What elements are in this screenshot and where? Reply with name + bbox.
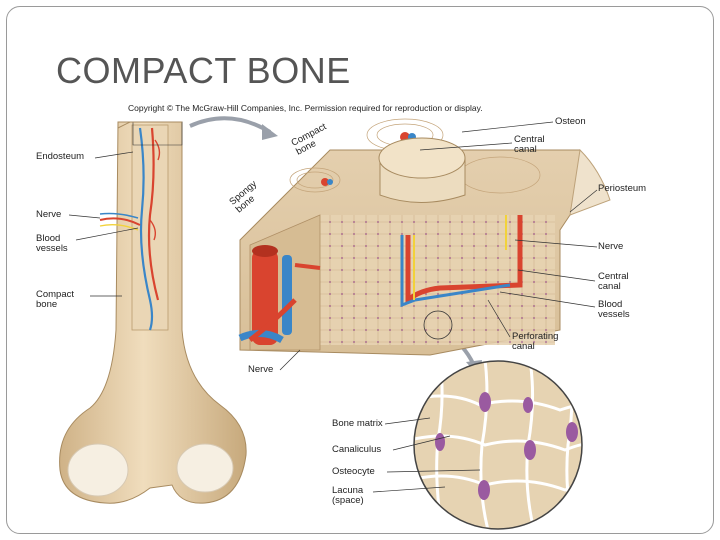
label-compact-bone-left: Compact bone xyxy=(36,290,86,310)
zoom-arrow-top-head xyxy=(262,124,278,140)
label-blood-vessels-right: Blood vessels xyxy=(598,300,638,320)
label-central-canal-top: Central canal xyxy=(514,135,554,155)
label-nerve-right: Nerve xyxy=(598,242,623,252)
label-bone-matrix: Bone matrix xyxy=(332,419,383,429)
zoom-arrow-top xyxy=(190,118,270,132)
label-nerve-left: Nerve xyxy=(36,210,61,220)
femur-bone xyxy=(60,122,247,503)
magnified-osteon-detail xyxy=(410,360,600,530)
label-canaliculus: Canaliculus xyxy=(332,445,381,455)
label-endosteum: Endosteum xyxy=(36,152,84,162)
label-perforating-canal: Perforating canal xyxy=(512,332,572,352)
label-lacuna: Lacuna (space) xyxy=(332,486,374,506)
label-periosteum: Periosteum xyxy=(598,184,646,194)
label-blood-vessels-left: Blood vessels xyxy=(36,234,76,254)
label-nerve-bottom: Nerve xyxy=(248,365,273,375)
label-osteocyte: Osteocyte xyxy=(332,467,375,477)
label-central-canal-mid: Central canal xyxy=(598,272,638,292)
label-osteon: Osteon xyxy=(555,117,586,127)
